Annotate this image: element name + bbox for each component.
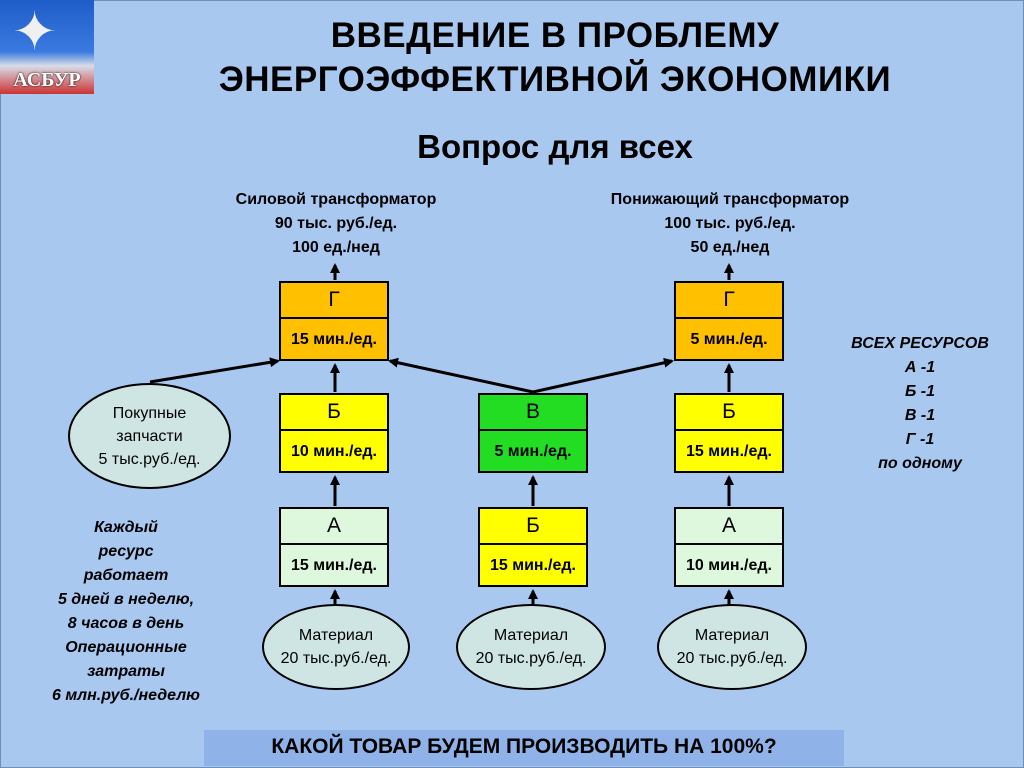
product-price: 90 тыс. руб./ед.: [274, 215, 398, 232]
resource-a-stepdown: А 10 мин./ед.: [674, 507, 784, 587]
bottom-question: КАКОЙ ТОВАР БУДЕМ ПРОИЗВОДИТЬ НА 100%?: [204, 730, 844, 766]
note-line: 8 часов в день: [67, 615, 185, 632]
note-line: 5 дней в неделю,: [57, 591, 195, 608]
slide-subtitle: Вопрос для всех: [417, 128, 693, 165]
slide-title: ВВЕДЕНИЕ В ПРОБЛЕМУ ЭНЕРГОЭФФЕКТИВНОЙ ЭК…: [120, 14, 990, 102]
note-line: по одному: [878, 455, 962, 472]
resource-b-power: Б 10 мин./ед.: [279, 393, 389, 473]
right-note: ВСЕХ РЕСУРСОВ А -1 Б -1 В -1 Г -1 по одн…: [820, 332, 1020, 476]
left-note: Каждый ресурс работает 5 дней в неделю, …: [6, 516, 246, 708]
product-demand: 50 ед./нед: [690, 239, 770, 256]
resource-time: 10 мин./ед.: [686, 557, 772, 574]
note-line: А -1: [904, 359, 936, 376]
note-line: ресурс: [98, 543, 154, 560]
resource-time: 15 мин./ед.: [686, 443, 772, 460]
product-demand: 100 ед./нед: [292, 239, 380, 256]
resource-time: 5 мин./ед.: [690, 331, 768, 348]
resource-time: 5 мин./ед.: [494, 443, 572, 460]
material-line-2: 20 тыс.руб./ед.: [676, 650, 788, 667]
note-line: затраты: [87, 663, 165, 680]
arrow-v-to-c3-g: [532, 357, 674, 394]
note-line: Каждый: [94, 519, 158, 536]
resource-b-stepdown: Б 15 мин./ед.: [674, 393, 784, 473]
product-price: 100 тыс. руб./ед.: [664, 215, 796, 232]
resource-label: Б: [676, 395, 782, 431]
note-line: Г -1: [905, 431, 935, 448]
arrow-v-to-c1-g: [388, 357, 534, 394]
parts-line-3: 5 тыс.руб./ед.: [98, 450, 201, 468]
resource-time: 15 мин./ед.: [490, 557, 576, 574]
parts-line-2: запчасти: [116, 427, 183, 445]
resource-label: А: [676, 509, 782, 545]
material-line-1: Материал: [694, 627, 770, 644]
resource-label: Г: [676, 283, 782, 319]
resource-time: 15 мин./ед.: [291, 331, 377, 348]
material-node-2: Материал 20 тыс.руб./ед.: [456, 604, 606, 690]
resource-time: 15 мин./ед.: [291, 557, 377, 574]
logo-text: АСБУР: [13, 69, 81, 91]
material-node-3: Материал 20 тыс.руб./ед.: [657, 604, 807, 690]
resource-time: 10 мин./ед.: [291, 443, 377, 460]
resource-a-power: А 15 мин./ед.: [279, 507, 389, 587]
note-line: Б -1: [905, 383, 935, 400]
resource-g-power: Г 15 мин./ед.: [279, 281, 389, 361]
purchased-parts-node: Покупные запчасти 5 тыс.руб./ед.: [68, 383, 231, 489]
product-name: Понижающий трансформатор: [610, 191, 850, 208]
product-name: Силовой трансформатор: [235, 191, 437, 208]
resource-label: В: [480, 395, 586, 431]
arrow-parts-to-c1-g: [149, 357, 280, 384]
title-line-2: ЭНЕРГОЭФФЕКТИВНОЙ ЭКОНОМИКИ: [218, 60, 892, 99]
parts-line-1: Покупные: [112, 404, 187, 422]
title-line-1: ВВЕДЕНИЕ В ПРОБЛЕМУ: [330, 16, 780, 55]
note-line: В -1: [904, 407, 936, 424]
resource-label: А: [281, 509, 387, 545]
resource-label: Г: [281, 283, 387, 319]
product-caption-power: Силовой трансформатор 90 тыс. руб./ед. 1…: [176, 188, 496, 260]
note-line: ВСЕХ РЕСУРСОВ: [851, 335, 989, 352]
resource-v-shared: В 5 мин./ед.: [478, 393, 588, 473]
note-line: Операционные: [65, 639, 187, 656]
resource-b-shared: Б 15 мин./ед.: [478, 507, 588, 587]
material-line-2: 20 тыс.руб./ед.: [280, 650, 392, 667]
material-line-1: Материал: [298, 627, 374, 644]
resource-g-stepdown: Г 5 мин./ед.: [674, 281, 784, 361]
resource-label: Б: [480, 509, 586, 545]
note-line: работает: [83, 567, 169, 584]
material-line-1: Материал: [493, 627, 569, 644]
material-line-2: 20 тыс.руб./ед.: [475, 650, 587, 667]
asbur-logo: ✦ АСБУР: [0, 0, 94, 94]
note-line: 6 млн.руб./неделю: [51, 687, 201, 704]
eagle-icon: ✦: [12, 2, 58, 62]
product-caption-stepdown: Понижающий трансформатор 100 тыс. руб./е…: [560, 188, 900, 260]
resource-label: Б: [281, 395, 387, 431]
material-node-1: Материал 20 тыс.руб./ед.: [262, 604, 410, 690]
